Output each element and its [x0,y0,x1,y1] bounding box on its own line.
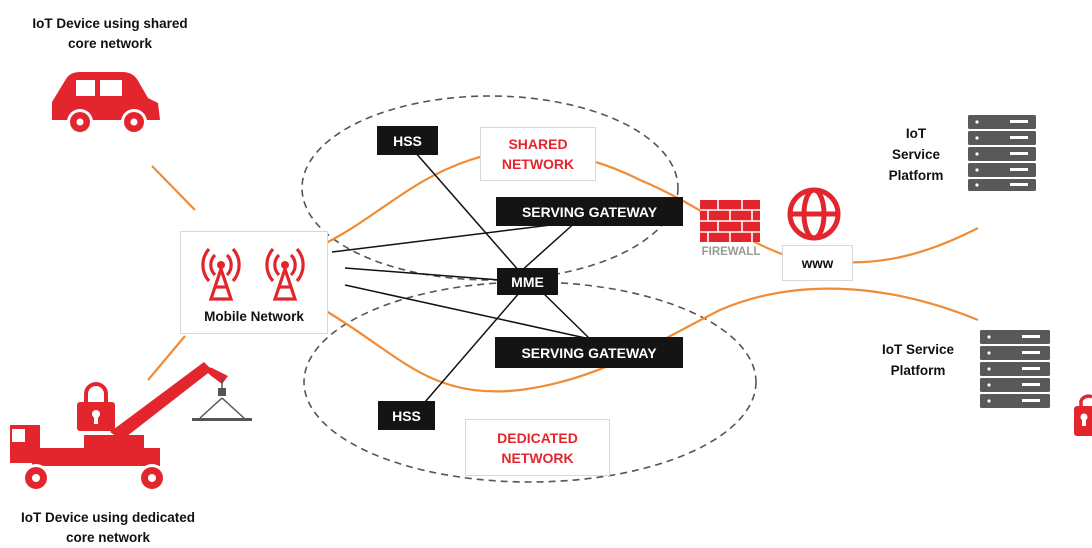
top-device-caption: IoT Device using shared core network [32,16,188,51]
server-icon-bottom [980,330,1050,408]
bottom-device-caption: IoT Device using dedicated core network [20,510,196,545]
dedicated-network-label: DEDICATED NETWORK [497,429,578,466]
service-platform-bottom-label: IoT Service Platform [881,342,955,378]
serving-gateway-bottom-node: SERVING GATEWAY [495,337,683,368]
car-icon [52,72,160,135]
firewall-label: FIREWALL [701,246,761,258]
www-box: www [782,245,853,281]
globe-icon [787,187,841,241]
service-platform-top-label: IoT Service Platform [888,126,944,183]
crane-truck-icon [10,362,252,492]
dedicated-network-label-box: DEDICATED NETWORK [465,419,610,476]
mme-sgw-top-line [519,219,579,273]
mme-node: MME [497,268,558,295]
server-icon [968,115,1036,191]
www-label: www [801,255,834,271]
mobile-sgw-top-line [331,221,576,253]
shared-network-ellipse [301,95,679,281]
mobile-network-box: Mobile Network [180,231,328,334]
mme-hss-bottom-line [424,291,521,403]
mobile-mme-line [344,267,501,281]
shared-network-label: SHARED NETWORK [501,136,575,172]
car-to-network-line [151,165,196,211]
hss-top-node: HSS [377,126,438,155]
serving-gateway-top-node: SERVING GATEWAY [496,197,683,226]
lock-icon [77,382,115,431]
www-to-platform-line [839,227,979,264]
truck-to-network-line [147,335,186,381]
antenna-icon [201,247,305,301]
mobile-sgw-bottom-line [344,284,591,340]
mobile-network-label: Mobile Network [204,309,304,324]
hss-bottom-node: HSS [378,401,435,430]
firewall-icon [700,200,760,242]
hss-mme-line [414,151,521,273]
lock-icon-platform [1074,394,1092,436]
shared-network-label-box: SHARED NETWORK [480,127,596,181]
mme-sgw-bottom-line [539,289,591,340]
signaling-lines [331,151,591,403]
